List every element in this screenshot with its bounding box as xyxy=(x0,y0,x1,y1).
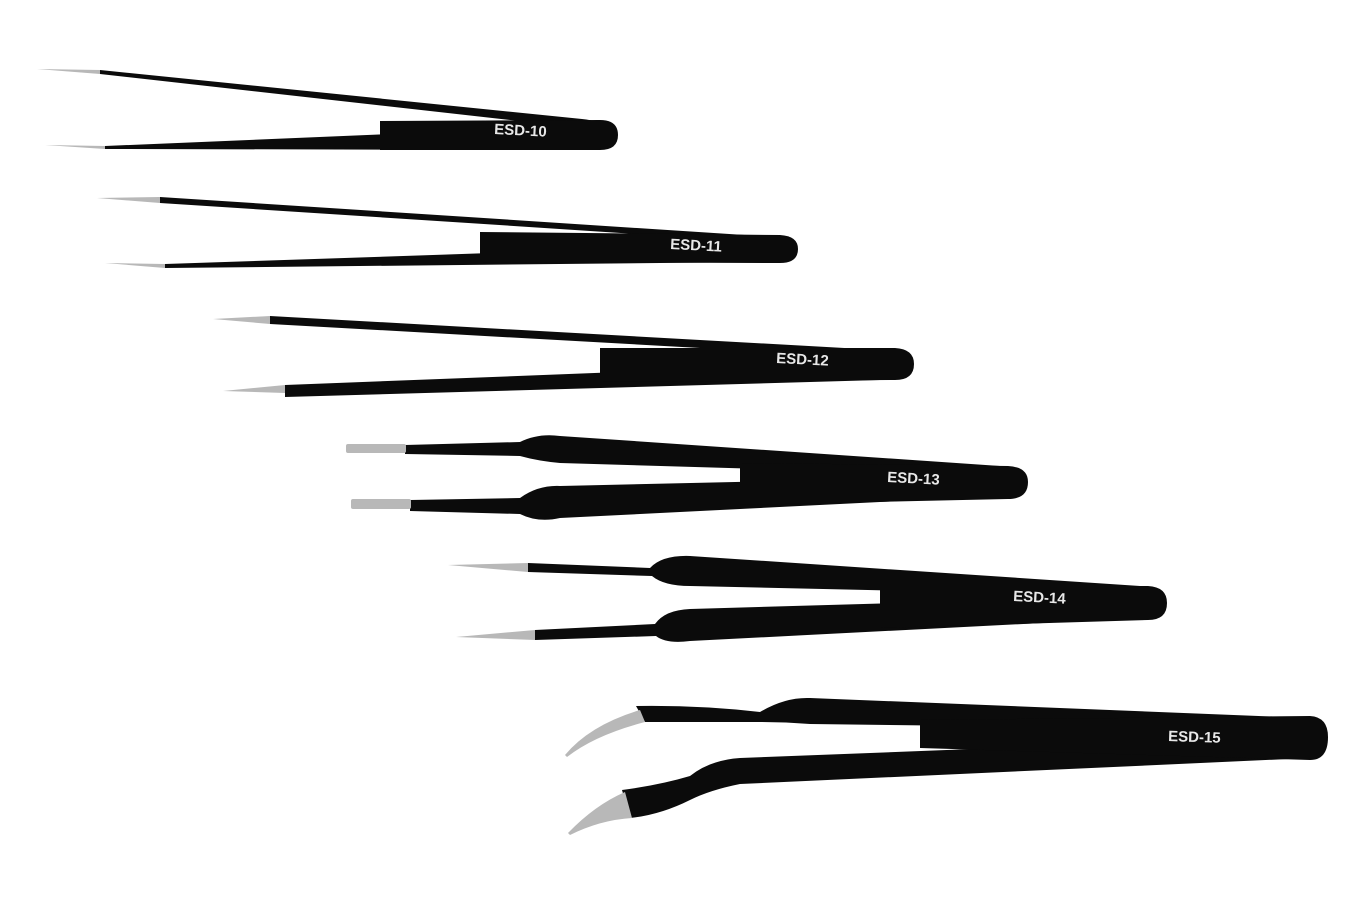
tweezer-handle xyxy=(880,586,1167,628)
tweezer-tip-upper xyxy=(565,710,645,757)
tweezer-tip-upper xyxy=(97,197,160,203)
tweezer-arm-upper xyxy=(528,555,1140,596)
tweezer-esd-10: ESD-10 xyxy=(37,69,618,150)
tweezer-tip-lower xyxy=(45,145,105,149)
tweezer-tip-lower xyxy=(456,630,535,640)
tweezer-tip-lower xyxy=(105,263,165,268)
model-label: ESD-11 xyxy=(670,236,723,256)
tweezer-esd-15: ESD-15 xyxy=(565,697,1328,835)
tweezer-tip-lower xyxy=(351,499,411,509)
tweezer-handle xyxy=(600,348,914,382)
model-label: ESD-10 xyxy=(494,121,547,141)
model-label: ESD-15 xyxy=(1168,728,1221,747)
tweezer-tip-upper xyxy=(448,563,528,572)
tweezer-handle xyxy=(740,463,1028,505)
tweezer-handle xyxy=(920,716,1328,760)
tweezer-tip-lower xyxy=(568,792,632,835)
tweezer-esd-11: ESD-11 xyxy=(97,197,798,268)
tweezer-arm-lower xyxy=(622,736,1310,818)
model-label: ESD-12 xyxy=(776,350,829,370)
tweezer-arm-upper xyxy=(100,70,600,128)
tweezer-arm-upper xyxy=(160,197,760,242)
tweezer-handle xyxy=(380,120,618,150)
tweezer-tip-lower xyxy=(223,385,285,393)
tweezer-tip-upper xyxy=(346,444,406,453)
tweezer-tip-upper xyxy=(37,69,100,74)
tweezer-esd-13: ESD-13 xyxy=(346,435,1028,520)
tweezer-arm-upper xyxy=(270,316,880,358)
model-label: ESD-14 xyxy=(1013,588,1067,608)
model-label: ESD-13 xyxy=(887,469,940,489)
tweezer-tip-upper xyxy=(213,316,270,324)
tweezer-handle xyxy=(480,232,798,263)
tweezer-esd-14: ESD-14 xyxy=(448,555,1167,642)
tweezer-esd-12: ESD-12 xyxy=(213,316,914,397)
